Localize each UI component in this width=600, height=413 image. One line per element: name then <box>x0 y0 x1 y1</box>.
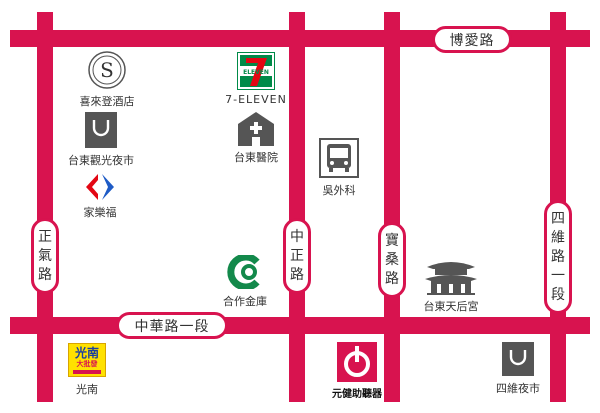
road-label-zhonghua: 中華路一段 <box>116 312 228 339</box>
hospital-label: 台東醫院 <box>234 151 278 164</box>
shopping-bag-icon <box>85 112 117 148</box>
landmark-cooperative-bank: 合作金庫 <box>213 255 277 309</box>
landmark-tianhou-temple: 台東天后宮 <box>414 255 488 314</box>
temple-icon <box>425 262 477 295</box>
road-label-siwei: 四 維 路 一 段 <box>544 200 572 314</box>
road-char: 一 <box>551 267 565 284</box>
seven-eleven-label: 7-ELEVEN <box>225 93 287 106</box>
carrefour-label: 家樂福 <box>83 206 117 219</box>
tianhou-temple-label: 台東天后宮 <box>423 300 479 313</box>
landmark-yuanjian: 元健助聽器 <box>326 342 388 400</box>
landmark-seven-eleven: ELEVEN 7-ELEVEN <box>222 52 290 106</box>
road-char: 四 <box>551 210 565 227</box>
landmark-night-market: 台東觀光夜市 <box>60 112 142 168</box>
guangnan-label: 光南 <box>76 383 98 396</box>
guangnan-logo-mid-text: 大批發 <box>76 359 98 368</box>
landmark-sheraton: S 喜來登酒店 <box>72 50 142 109</box>
svg-text:S: S <box>100 58 114 82</box>
sheraton-label: 喜來登酒店 <box>79 95 135 108</box>
road-baosang <box>384 12 400 402</box>
road-char: 路 <box>385 270 399 287</box>
siwei-night-market-label: 四維夜市 <box>496 382 540 395</box>
road-label-baosang: 寶 桑 路 <box>378 222 406 298</box>
road-char: 氣 <box>38 247 52 264</box>
road-name-bo-ai: 博愛路 <box>449 32 495 49</box>
guangnan-logo-bar <box>73 369 101 374</box>
yuanjian-logo-icon <box>337 342 377 382</box>
road-label-bo-ai: 博愛路 <box>432 26 512 53</box>
yuanjian-label: 元健助聽器 <box>332 389 382 400</box>
road-char: 路 <box>38 266 52 283</box>
seven-eleven-logo-text: ELEVEN <box>243 69 269 76</box>
bus-icon <box>319 138 359 178</box>
landmark-hospital: 台東醫院 <box>224 112 288 165</box>
seven-eleven-logo-icon: ELEVEN <box>237 52 275 90</box>
landmark-guangnan: 光南 大批發 光南 <box>62 343 112 397</box>
road-char: 中 <box>290 228 304 245</box>
guangnan-logo-icon: 光南 大批發 <box>68 343 106 377</box>
hospital-icon <box>238 112 274 146</box>
road-char: 維 <box>551 229 565 246</box>
wu-clinic-label: 吳外科 <box>322 184 356 197</box>
landmark-wu-clinic: 吳外科 <box>314 138 364 198</box>
road-char: 段 <box>551 286 565 303</box>
cooperative-bank-label: 合作金庫 <box>223 295 267 308</box>
sheraton-logo-icon: S <box>88 51 126 89</box>
road-label-zhengqi: 正 氣 路 <box>31 218 59 294</box>
guangnan-logo-top-text: 光南 <box>74 345 99 360</box>
road-char: 路 <box>290 266 304 283</box>
road-char: 桑 <box>385 251 399 268</box>
road-zhongzheng <box>289 12 305 402</box>
landmark-siwei-night-market: 四維夜市 <box>486 342 550 396</box>
road-zhengqi <box>37 12 53 402</box>
shopping-bag-icon <box>502 342 534 376</box>
road-label-zhongzheng: 中 正 路 <box>283 218 311 294</box>
night-market-label: 台東觀光夜市 <box>68 154 134 167</box>
road-char: 路 <box>551 248 565 265</box>
road-name-zhonghua: 中華路一段 <box>134 318 210 335</box>
landmark-carrefour: 家樂福 <box>70 172 130 220</box>
road-char: 寶 <box>385 232 399 249</box>
road-char: 正 <box>290 247 304 264</box>
cooperative-bank-logo-icon <box>227 255 260 289</box>
road-char: 正 <box>38 228 52 245</box>
road-zhonghua <box>10 317 590 334</box>
carrefour-logo-icon <box>86 174 114 200</box>
